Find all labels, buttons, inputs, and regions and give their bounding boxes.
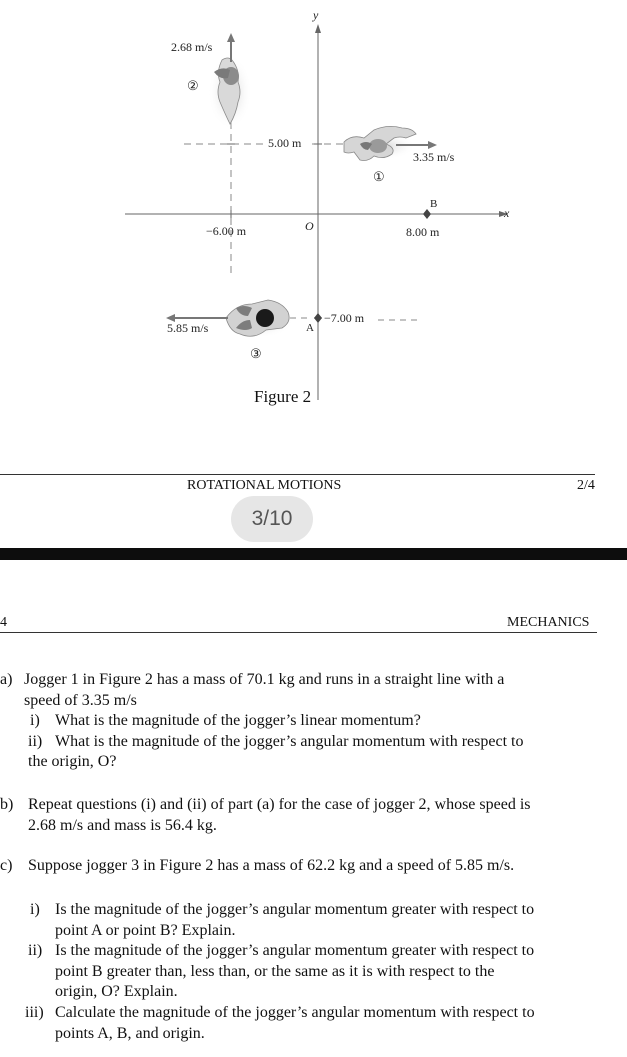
page-indicator: 3/10 (231, 496, 313, 542)
question-c-i-label: i) (30, 901, 40, 918)
question-c-iii-line2: points A, B, and origin. (55, 1024, 205, 1042)
x-axis-arrowhead (499, 211, 508, 217)
page-separator (0, 548, 627, 560)
question-c-ii-label: ii) (28, 942, 43, 960)
question-c-i-line2: point A or point B? Explain. (55, 921, 236, 939)
point-a-marker (314, 313, 322, 323)
point-a-label: A (306, 322, 314, 334)
jogger1-number: ① (373, 169, 385, 184)
question-c: c) Suppose jogger 3 in Figure 2 has a ma… (0, 856, 600, 877)
question-c-iii-line1: Calculate the magnitude of the jogger’s … (55, 1003, 535, 1021)
question-a-i-label: i) (30, 712, 40, 730)
y-axis-arrowhead (315, 24, 321, 33)
jogger2-speed-label: 2.68 m/s (171, 40, 213, 54)
question-c-label: c) (0, 857, 13, 874)
question-c-i-line1: Is the magnitude of the jogger’s angular… (55, 901, 535, 918)
question-a-ii-label: ii) (28, 732, 43, 750)
jogger1-distance-label: 5.00 m (268, 136, 302, 150)
jogger2-position-label: −6.00 m (206, 224, 247, 238)
question-a-line2: speed of 3.35 m/s (24, 691, 137, 709)
y-axis-label: y (313, 8, 319, 22)
point-b-label: B (430, 198, 438, 210)
jogger3-figure (166, 299, 294, 338)
question-a-label: a) (0, 671, 13, 688)
page-number: 4 (0, 615, 7, 630)
question-c-ii-line3: origin, O? Explain. (55, 983, 178, 1001)
question-c-i: i) Is the magnitude of the jogger’s angu… (0, 900, 600, 1044)
question-b: b) Repeat questions (i) and (ii) of part… (0, 795, 600, 836)
question-a-i-text: What is the magnitude of the jogger’s li… (55, 712, 421, 730)
section-title: MECHANICS (507, 615, 590, 630)
question-a: a) Jogger 1 in Figure 2 has a mass of 70… (0, 670, 600, 773)
question-b-line2: 2.68 m/s and mass is 56.4 kg. (28, 816, 217, 834)
jogger1-figure (343, 126, 437, 161)
figure-2-diagram (125, 24, 508, 400)
header-rule (0, 632, 597, 633)
origin-label: O (305, 219, 314, 233)
jogger2-figure (208, 33, 252, 130)
footer-rule (0, 474, 595, 475)
question-c-ii-line1: Is the magnitude of the jogger’s angular… (55, 942, 535, 960)
question-c-iii-label: iii) (25, 1003, 44, 1021)
question-a-line1: Jogger 1 in Figure 2 has a mass of 70.1 … (24, 671, 505, 688)
jogger3-speed-label: 5.85 m/s (167, 321, 209, 335)
footer-page-fraction: 2/4 (577, 478, 595, 493)
b-position-label: 8.00 m (406, 225, 440, 239)
question-b-line1: Repeat questions (i) and (ii) of part (a… (28, 796, 531, 813)
question-c-ii-line2: point B greater than, less than, or the … (55, 962, 495, 980)
jogger1-speed-label: 3.35 m/s (413, 150, 455, 164)
question-a-ii-text: What is the magnitude of the jogger’s an… (55, 732, 524, 750)
footer-title: ROTATIONAL MOTIONS (187, 478, 342, 493)
question-b-label: b) (0, 796, 14, 813)
point-b-marker (423, 209, 431, 219)
jogger3-number: ③ (250, 346, 262, 361)
question-a-ii-text2: the origin, O? (28, 753, 117, 771)
jogger3-distance-label: −7.00 m (324, 311, 365, 325)
x-axis-label: x (504, 206, 510, 220)
question-c-line1: Suppose jogger 3 in Figure 2 has a mass … (28, 857, 515, 874)
jogger2-number: ② (187, 78, 199, 93)
figure-caption: Figure 2 (254, 387, 312, 406)
